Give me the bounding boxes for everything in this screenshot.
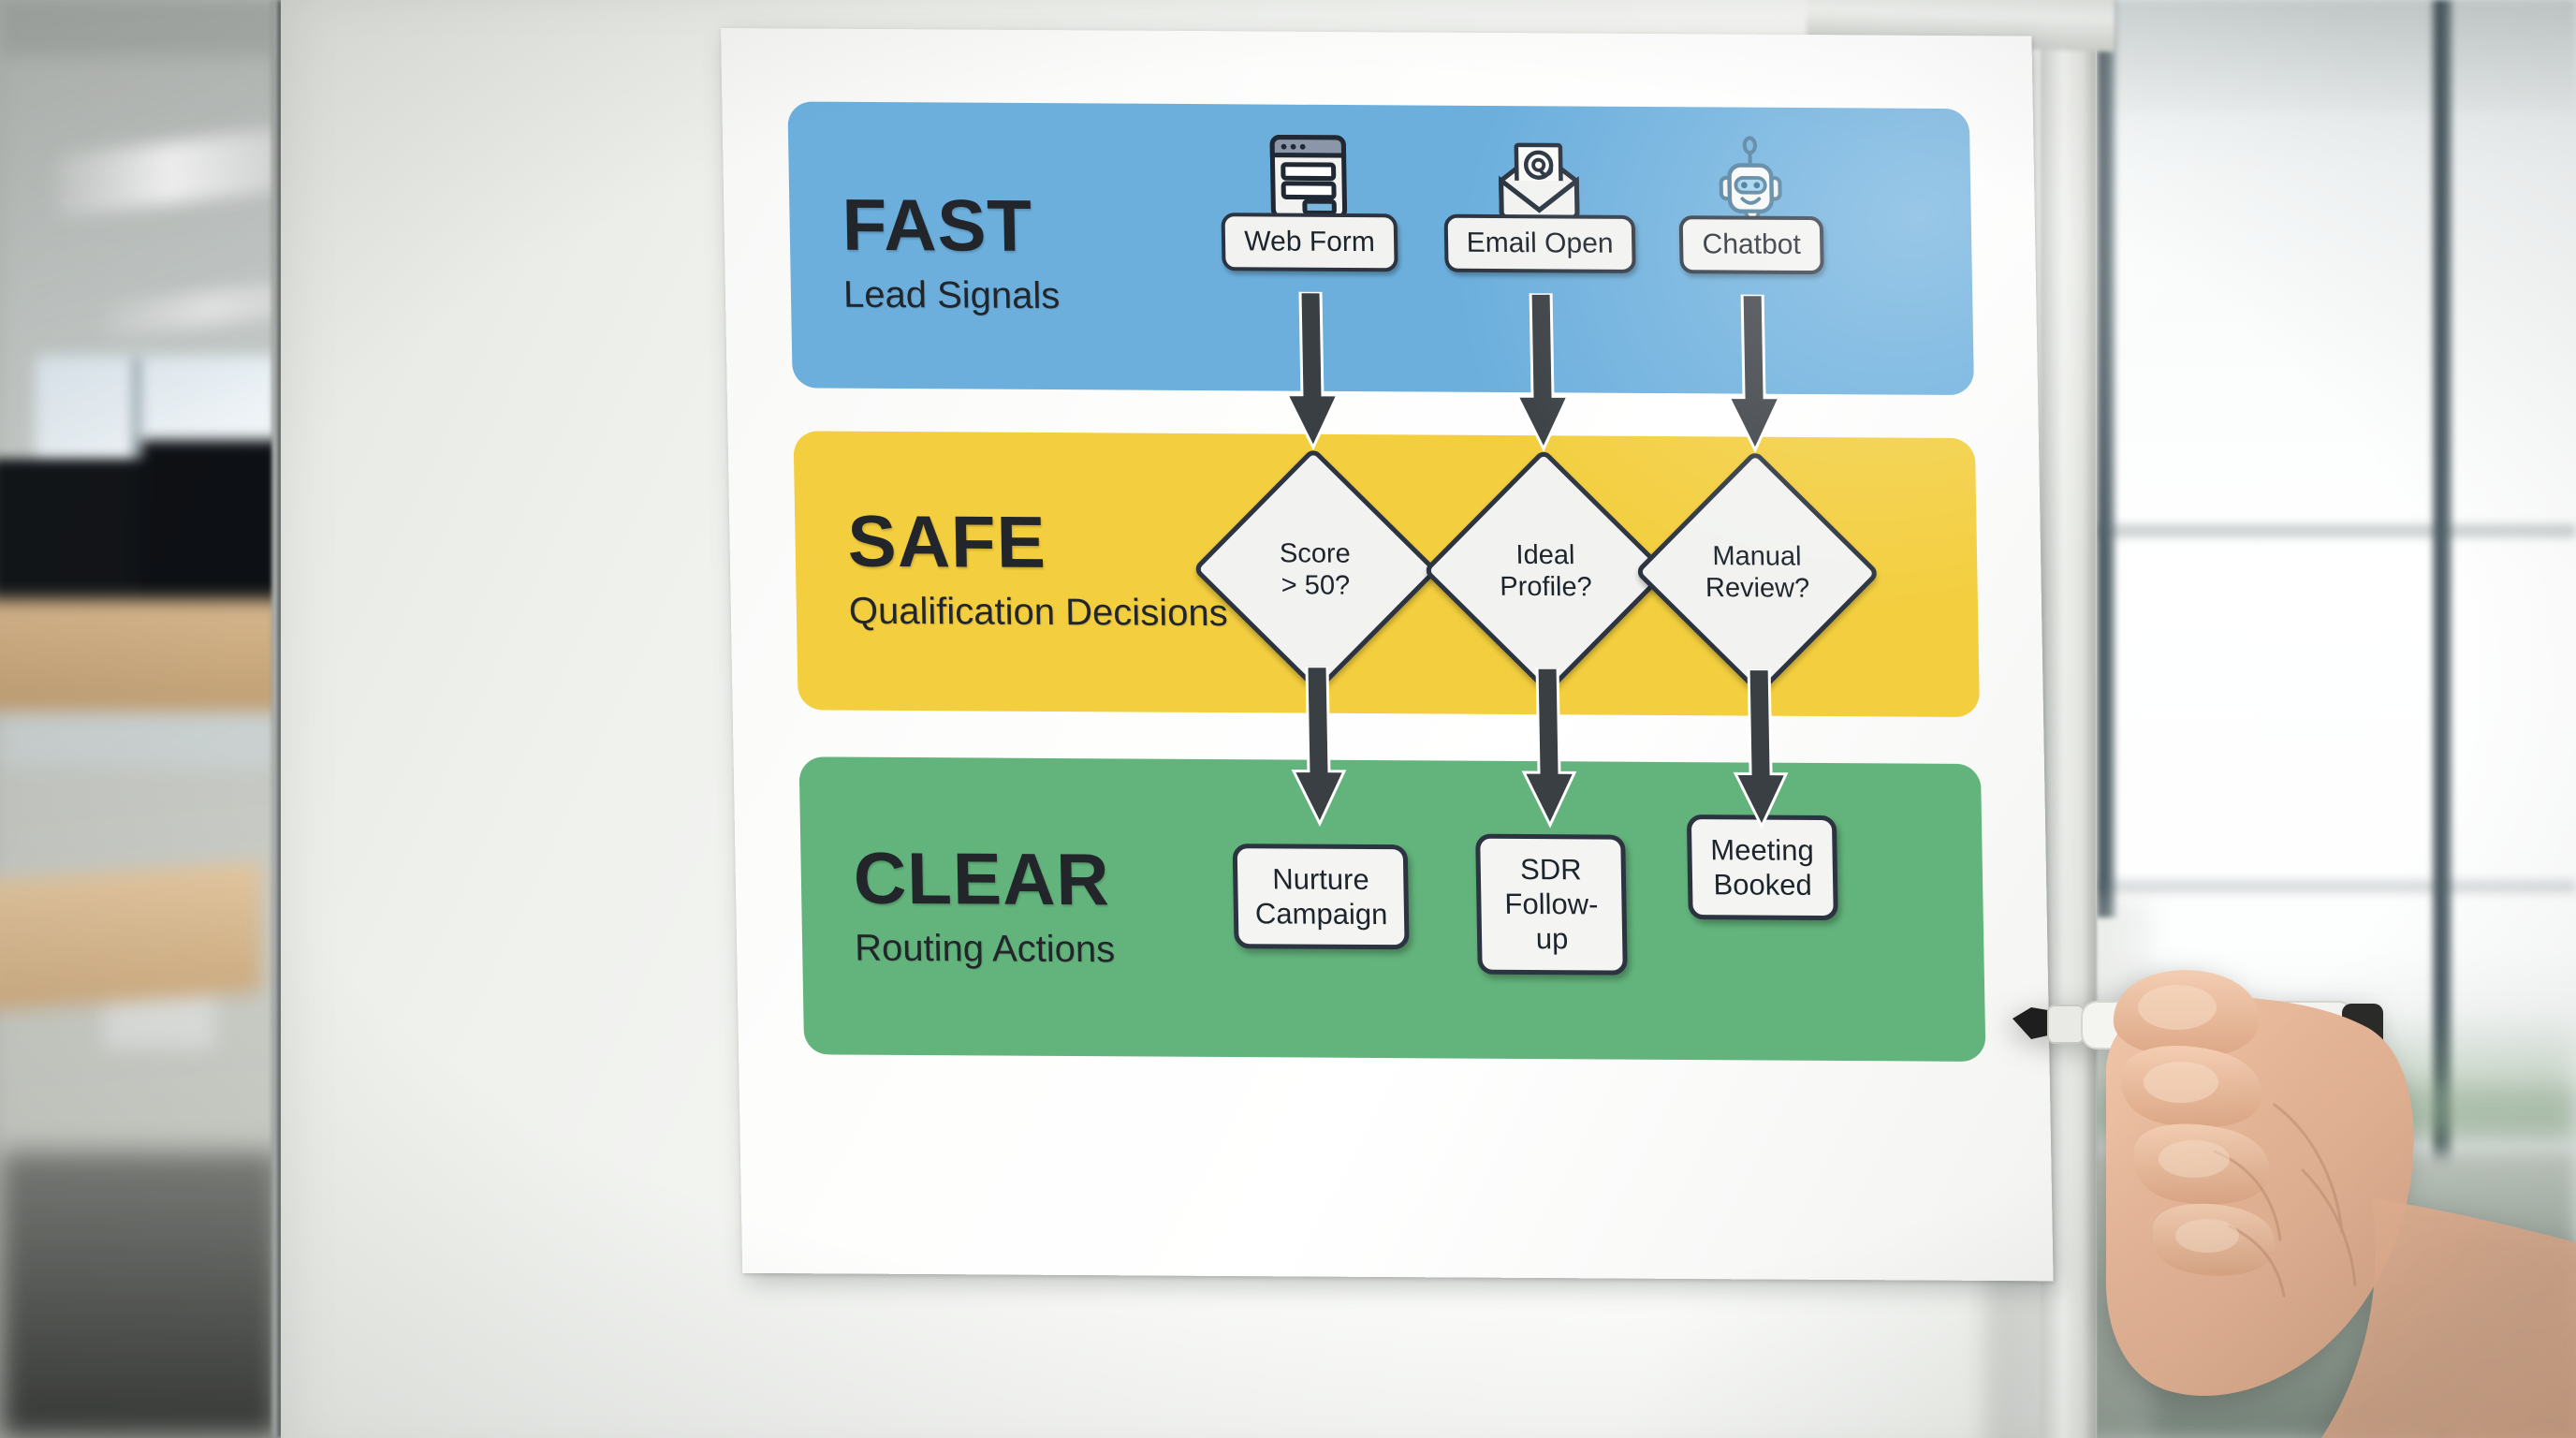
node-web-form[interactable]: Web Form [1200,128,1418,272]
decision-manual-review[interactable]: Manual Review? [1633,449,1881,697]
office-desk-front [0,860,262,1012]
connector-arrow-safe-to-clear-2 [1512,667,1586,829]
node-label-web-form: Web Form [1221,213,1398,272]
decision-ideal-text: Ideal Profile? [1456,538,1635,604]
band-fast-title: FAST [841,183,1033,267]
decision-manual-line1: Manual [1712,541,1802,572]
connector-arrow-safe-to-clear-3 [1723,668,1797,830]
decision-diamond-shape: Manual Review? [1633,449,1881,697]
band-safe-label: SAFE Qualification Decisions [846,499,1229,635]
connector-arrow-safe-to-clear-1 [1281,666,1355,828]
action-nurture-campaign[interactable]: Nurture Campaign [1232,844,1410,950]
decision-score-line1: Score [1279,538,1352,569]
hand-holding-marker [1994,917,2576,1438]
column-1-decision: Score > 50? [1192,104,1439,828]
window-mullion-1 [2093,0,2117,917]
action-meeting-booked[interactable]: Meeting Booked [1686,814,1838,921]
column-1: Web Form [1199,104,1414,451]
band-clear-subtitle: Routing Actions [854,927,1116,971]
window-wall-header [2069,0,2576,112]
column-2-decision: Ideal Profile? [1422,106,1669,829]
connector-arrow-fast-to-safe-1 [1275,291,1349,451]
band-fast-label: FAST Lead Signals [841,183,1061,317]
band-safe-title: SAFE [846,499,1047,583]
poster-content: FAST Lead Signals Web For [787,101,1988,1223]
decision-diamond-shape: Score > 50? [1192,447,1439,694]
column-3-decision: Manual Review? [1633,107,1881,830]
decision-score[interactable]: Score > 50? [1192,447,1439,694]
decision-ideal-line1: Ideal [1515,539,1575,571]
decision-ideal-line2: Profile? [1500,571,1593,603]
connector-arrow-fast-to-safe-2 [1505,293,1579,452]
column-3: Chatbot [1642,107,1857,454]
node-email-open[interactable]: Email Open [1430,130,1648,273]
column-2: Email Open [1430,106,1646,452]
decision-score-text: Score > 50? [1226,537,1405,603]
poster-sheet: FAST Lead Signals Web For [721,28,2054,1282]
decision-manual-line2: Review? [1705,573,1810,604]
action-sdr-followup[interactable]: SDR Follow-up [1475,833,1628,976]
glass-partition-post-edge [277,0,283,1438]
decision-manual-text: Manual Review? [1668,540,1847,606]
band-fast-subtitle: Lead Signals [842,273,1061,317]
window-transom-bar-lower [2069,880,2576,893]
band-clear-title: CLEAR [853,836,1111,921]
band-safe-subtitle: Qualification Decisions [848,590,1229,635]
node-label-email-open: Email Open [1443,213,1637,273]
decision-diamond-shape: Ideal Profile? [1422,448,1669,695]
window-transom-bar-upper [2069,524,2576,537]
decision-ideal-profile[interactable]: Ideal Profile? [1422,448,1669,695]
office-desk-back [0,599,290,712]
foreground-shadow-area [0,1152,281,1438]
band-clear-label: CLEAR Routing Actions [853,836,1116,971]
decision-score-line2: > 50? [1281,570,1351,601]
web-form-icon [1269,135,1348,220]
connector-arrow-fast-to-safe-3 [1717,294,1791,454]
node-chatbot[interactable]: Chatbot [1642,131,1860,275]
node-label-chatbot: Chatbot [1679,215,1824,275]
